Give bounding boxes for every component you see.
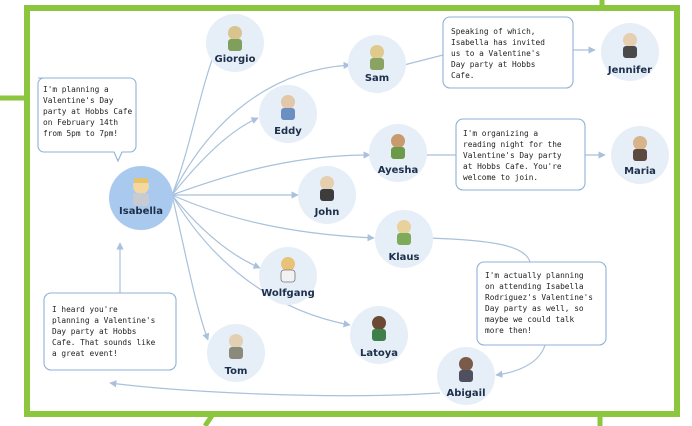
bubble-line: welcome to join. xyxy=(463,173,538,182)
agent-name: Eddy xyxy=(274,126,302,137)
agent-node-maria[interactable]: Maria xyxy=(611,126,669,184)
green-connector-bottom xyxy=(202,412,216,426)
agent-name: Jennifer xyxy=(607,65,652,76)
bubble-line: Rodriguez's Valentine's xyxy=(485,293,593,302)
bubble-line: Day party as well, so xyxy=(485,304,584,313)
agent-node-wolfgang[interactable]: Wolfgang xyxy=(259,247,317,305)
bubble-line: Speaking of which, xyxy=(451,27,536,36)
avatar-icon xyxy=(459,357,473,382)
bubble-line: Cafe. That sounds like xyxy=(52,338,156,347)
edge-isabella-tom xyxy=(171,194,210,341)
bubble-line: on February 14th xyxy=(43,118,118,127)
avatar-icon xyxy=(370,45,384,70)
edge-bubble-abigail xyxy=(495,344,546,378)
bubble-abigail-attending: I'm actually planning on attending Isabe… xyxy=(476,261,607,346)
avatar-icon xyxy=(280,257,296,283)
edge-sam-bubble xyxy=(403,54,444,66)
bubble-line: more then! xyxy=(485,326,532,335)
bubble-line: Day party at Hobbs xyxy=(451,60,536,69)
bubble-line: Valentine's Day party xyxy=(463,151,562,160)
agent-name: Tom xyxy=(225,366,248,377)
bubble-shape xyxy=(442,16,574,89)
agent-node-latoya[interactable]: Latoya xyxy=(350,306,408,364)
edge-isabella-latoya xyxy=(171,194,351,328)
avatar-icon xyxy=(391,134,405,159)
edge-abigail-tom-bubble xyxy=(109,380,441,397)
bubble-line: Valentine's Day xyxy=(43,96,114,105)
agent-name: Giorgio xyxy=(215,54,256,65)
avatar-icon xyxy=(133,178,149,206)
agent-name: Klaus xyxy=(389,252,420,263)
edge-isabella-sam xyxy=(171,61,351,196)
avatar-icon xyxy=(397,220,411,245)
agent-node-tom[interactable]: Tom xyxy=(207,324,265,382)
edge-isabella-giorgio xyxy=(171,51,216,196)
bubble-line: Day party at Hobbs xyxy=(52,327,137,336)
avatar-icon xyxy=(372,316,386,341)
bubble-line: I'm organizing a xyxy=(463,129,538,138)
bubble-line: Isabella has invited xyxy=(451,38,545,47)
edges xyxy=(109,46,606,397)
bubble-line: from 5pm to 7pm! xyxy=(43,129,118,138)
agent-name: Maria xyxy=(624,166,656,177)
bubble-line: a great event! xyxy=(52,349,118,358)
avatar-icon xyxy=(633,136,647,161)
agent-node-eddy[interactable]: Eddy xyxy=(259,85,317,143)
agent-name: Sam xyxy=(365,73,389,84)
edge-isabella-klaus xyxy=(171,194,375,242)
avatar-icon xyxy=(229,334,243,359)
avatar-icon xyxy=(623,33,637,58)
bubble-isabella-plan: I'm planning a Valentine's Day party at … xyxy=(37,77,137,163)
edge-klaus-bubble xyxy=(427,237,531,263)
bubble-line: party at Hobbs Cafe xyxy=(43,107,132,116)
avatar-icon xyxy=(228,26,242,51)
bubble-line: I heard you're xyxy=(52,305,118,314)
bubble-shape xyxy=(43,292,177,371)
agent-name: John xyxy=(314,207,340,218)
agent-name: Latoya xyxy=(360,348,398,359)
green-frame xyxy=(24,5,680,417)
edge-isabella-wolfgang xyxy=(171,194,261,269)
bubble-shape xyxy=(455,118,586,191)
agent-node-giorgio[interactable]: Giorgio xyxy=(206,14,264,72)
agent-name: Isabella xyxy=(119,206,163,217)
bubble-sam-invite: Speaking of which, Isabella has invited … xyxy=(442,16,574,89)
agent-node-john[interactable]: John xyxy=(298,166,356,224)
avatar-icon xyxy=(320,176,334,201)
agent-name: Wolfgang xyxy=(261,288,315,299)
agent-node-klaus[interactable]: Klaus xyxy=(375,210,433,268)
bubble-line: reading night for the xyxy=(463,140,562,149)
bubble-line: maybe we could talk xyxy=(485,315,574,324)
agent-node-jennifer[interactable]: Jennifer xyxy=(601,23,659,81)
agent-node-sam[interactable]: Sam xyxy=(348,35,406,93)
edge-isabella-eddy xyxy=(171,117,259,196)
edge-isabella-ayesha xyxy=(171,151,371,196)
agent-node-abigail[interactable]: Abigail xyxy=(437,347,495,405)
bubble-shape xyxy=(37,77,137,163)
agent-node-ayesha[interactable]: Ayesha xyxy=(369,124,427,182)
agent-name: Ayesha xyxy=(378,165,419,176)
bubble-line: Cafe. xyxy=(451,71,474,80)
agent-name: Abigail xyxy=(446,388,485,399)
bubble-line: at Hobbs Cafe. You're xyxy=(463,162,562,171)
bubble-ayesha-reading: I'm organizing a reading night for the V… xyxy=(455,118,586,191)
bubble-line: I'm planning a xyxy=(43,85,109,94)
bubble-tom-heard: I heard you're planning a Valentine's Da… xyxy=(43,292,177,371)
bubble-line: us to a Valentine's xyxy=(451,49,540,58)
avatar-icon xyxy=(281,95,295,120)
bubble-line: on attending Isabella xyxy=(485,282,584,291)
agent-node-isabella[interactable]: Isabella xyxy=(109,166,173,230)
bubble-line: I'm actually planning xyxy=(485,271,584,280)
bubble-line: planning a Valentine's xyxy=(52,316,155,325)
bubble-shape xyxy=(476,261,607,346)
